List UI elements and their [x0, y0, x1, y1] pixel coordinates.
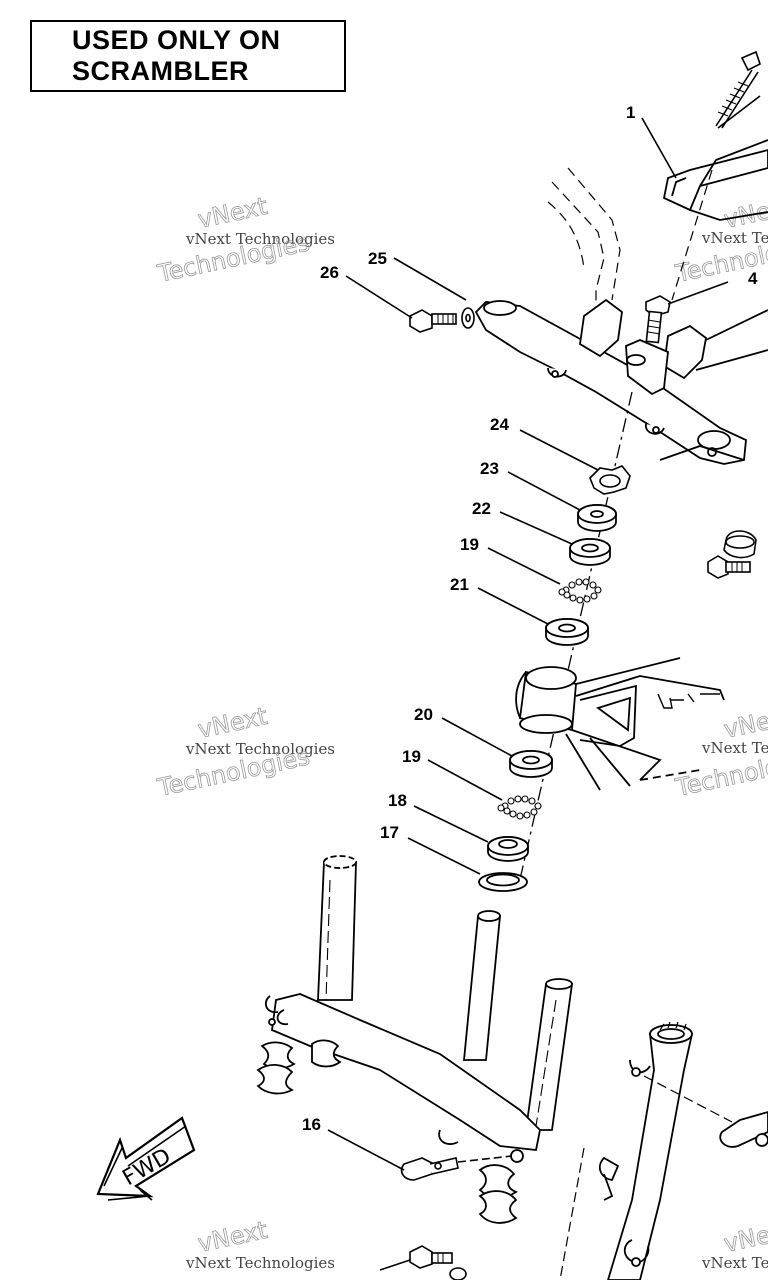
callout-23: 23 — [480, 459, 499, 478]
race-22 — [569, 538, 611, 566]
callout-20: 20 — [414, 705, 433, 724]
fork-leg — [559, 1021, 768, 1280]
upper-bracket — [662, 139, 768, 221]
callout-19-lower: 19 — [402, 747, 421, 766]
watermark-text: vNext Technologies — [701, 1254, 768, 1272]
watermark-text: vNext Technologies — [185, 230, 335, 248]
callout-21: 21 — [450, 575, 469, 594]
callout-26: 26 — [320, 263, 339, 282]
forward-direction-arrow: FWD — [96, 1116, 196, 1201]
leader-lines — [327, 117, 729, 1171]
notice-line-1: USED ONLY ON — [72, 25, 281, 55]
callout-24: 24 — [490, 415, 509, 434]
watermark-text: vNext Technologies — [185, 1254, 335, 1272]
callout-25: 25 — [368, 249, 387, 268]
callout-labels: 1 4 25 26 24 23 22 19 21 20 19 18 17 16 — [302, 103, 758, 1134]
callout-17: 17 — [380, 823, 399, 842]
callout-16: 16 — [302, 1115, 321, 1134]
notice-line-2: SCRAMBLER — [72, 56, 249, 86]
watermark-word: vNext — [195, 192, 269, 234]
bolt-26 — [409, 309, 457, 333]
watermark-text: vNext Technologies — [701, 229, 768, 247]
washer-23 — [577, 504, 617, 532]
watermark-bottom-right: vNext vNext Technologies — [701, 1216, 768, 1272]
bearing-balls-19-lower — [497, 795, 542, 820]
seal-17 — [478, 872, 528, 892]
watermark-text: vNext Technologies — [701, 739, 768, 757]
upper-yoke — [474, 298, 768, 465]
bolt-4 — [645, 295, 671, 344]
watermark-word: vNext — [721, 1216, 768, 1258]
race-21 — [545, 618, 589, 646]
bearing-balls-19-upper — [558, 578, 602, 604]
washer-25 — [461, 307, 475, 329]
watermark-word: vNext — [195, 702, 269, 744]
callout-18: 18 — [388, 791, 407, 810]
top-long-bolt — [715, 50, 761, 129]
watermark-mid-left: vNext vNext Technologies Technologies — [154, 702, 335, 803]
callout-1: 1 — [626, 103, 635, 122]
race-18 — [487, 836, 529, 862]
race-20 — [509, 750, 553, 778]
bottom-bolt — [379, 1245, 467, 1280]
watermark-mid-right: vNext vNext Technologies Technologies — [672, 702, 768, 803]
steering-head-tube — [515, 657, 725, 791]
callout-19-upper: 19 — [460, 535, 479, 554]
watermark-word: vNext — [195, 1216, 269, 1258]
watermark-top-left: vNext vNext Technologies Technologies — [154, 192, 335, 289]
callout-4: 4 — [748, 269, 758, 288]
watermark-word: vNext — [721, 702, 768, 744]
side-bolt — [707, 530, 757, 579]
watermark-text: vNext Technologies — [185, 740, 335, 758]
scrambler-notice-box: USED ONLY ON SCRAMBLER — [30, 20, 346, 92]
callout-22: 22 — [472, 499, 491, 518]
frame-hidden-lines — [547, 167, 713, 330]
watermark-bottom-left: vNext vNext Technologies — [185, 1216, 335, 1272]
hose-clamp-16 — [400, 1155, 513, 1181]
stem-nut-24 — [589, 465, 631, 495]
